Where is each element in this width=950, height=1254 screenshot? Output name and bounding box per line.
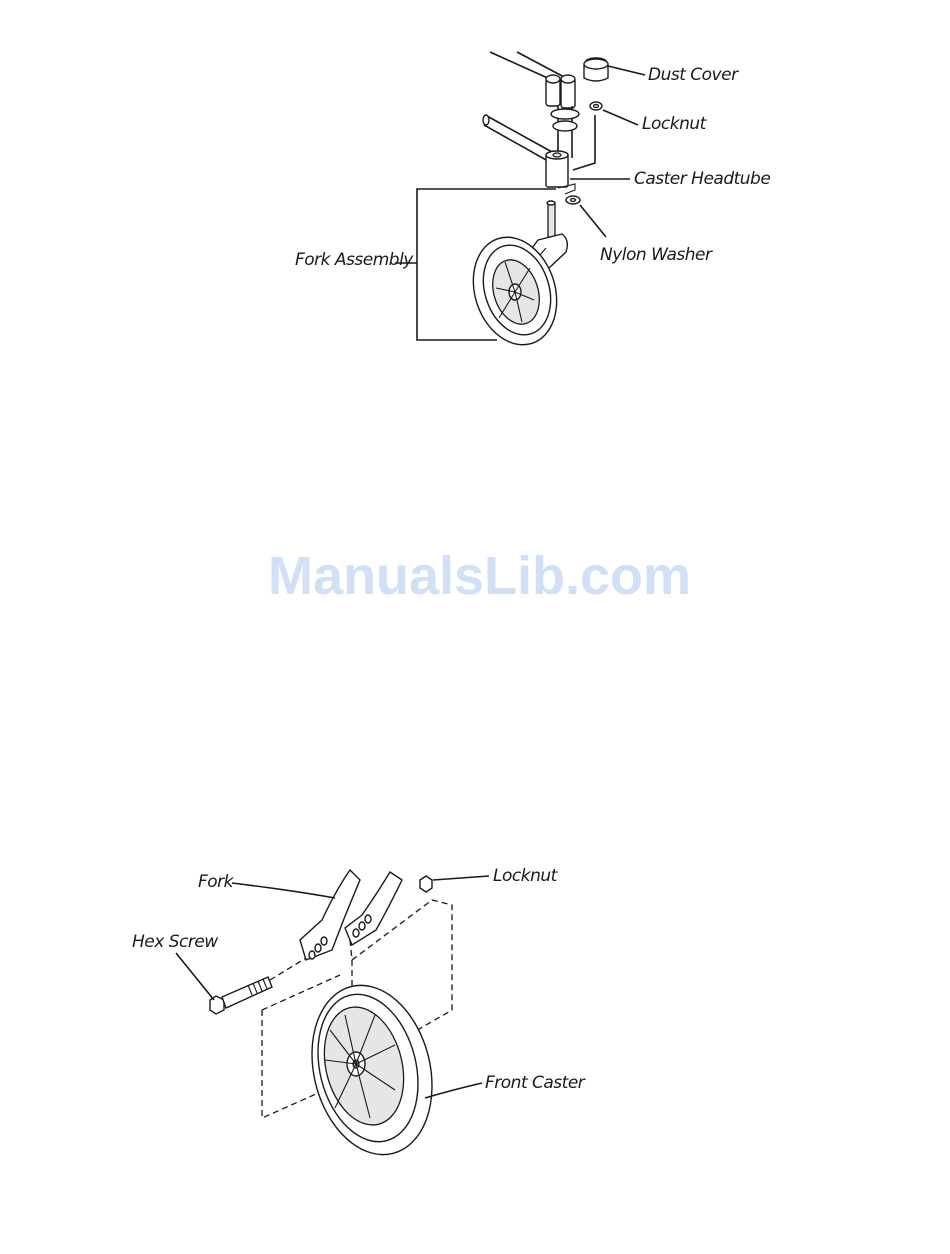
hex-screw-label: Hex Screw — [132, 932, 218, 952]
watermark: ManualsLib.com — [268, 545, 691, 607]
lower-assembly-drawing — [176, 870, 489, 1167]
fork-label: Fork — [198, 872, 233, 892]
upper-assembly-drawing — [395, 52, 645, 356]
dust-cover-label: Dust Cover — [648, 65, 738, 85]
front-caster-label: Front Caster — [485, 1073, 584, 1093]
locknut-label: Locknut — [642, 114, 706, 134]
locknut-label-lower: Locknut — [493, 866, 557, 886]
nylon-washer-label: Nylon Washer — [600, 245, 711, 265]
caster-headtube-label: Caster Headtube — [634, 169, 770, 189]
fork-assembly-label: Fork Assembly — [295, 250, 413, 270]
